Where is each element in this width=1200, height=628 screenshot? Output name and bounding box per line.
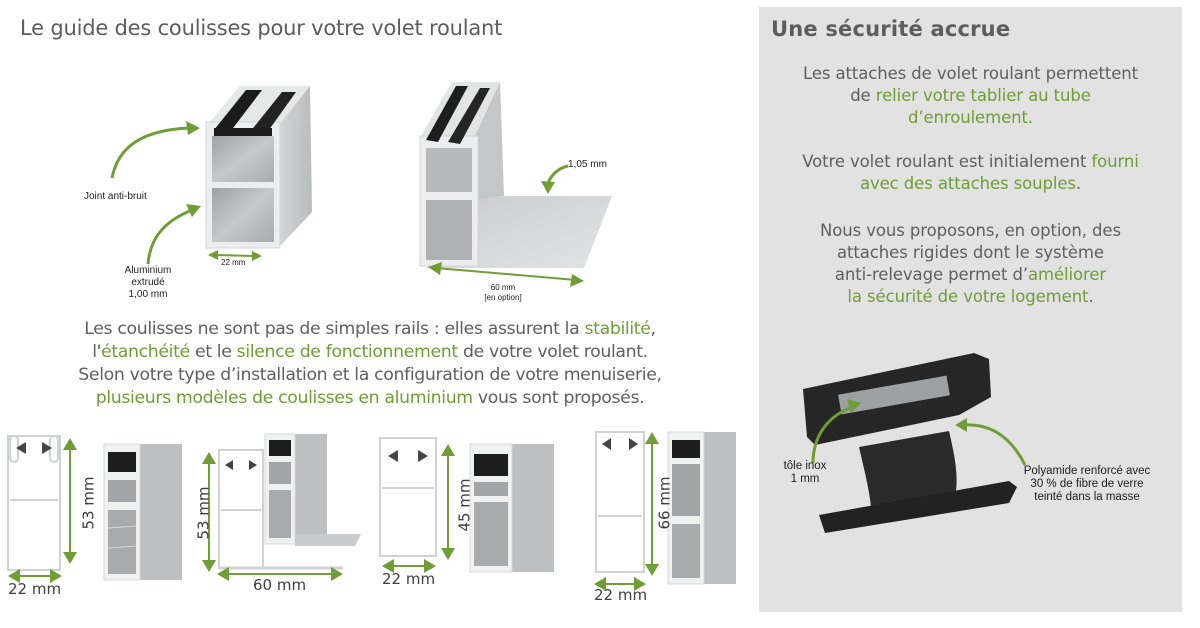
model-card-3: 45 mm 22 mm <box>370 430 570 600</box>
model-2-diagram <box>202 433 361 581</box>
security-panel: Une sécurité accrue Les attaches de vole… <box>759 7 1182 612</box>
attache-illustration <box>803 353 1027 533</box>
label-polyamide: Polyamide renforcé avec 30 % de fibre de… <box>1023 465 1151 503</box>
model-2-height: 53 mm <box>194 486 213 540</box>
label-aluminium: Aluminium extrudé 1,00 mm <box>124 265 172 300</box>
panel-paragraph-3: Nous vous proposons, en option, des atta… <box>820 221 1121 306</box>
rail-profile-illustration <box>110 86 312 265</box>
label-joint-anti-bruit: Joint anti-bruit <box>84 191 147 202</box>
panel-paragraph-2: Votre volet roulant est initialement fou… <box>802 152 1139 193</box>
model-1-width: 22 mm <box>8 580 62 598</box>
intro-line-4: plusieurs modèles de coulisses en alumin… <box>95 388 645 408</box>
model-1-height: 53 mm <box>79 476 98 530</box>
model-4-width: 22 mm <box>594 586 648 604</box>
panel-title: Une sécurité accrue <box>771 17 1011 41</box>
profile-photo-1: Joint anti-bruit Aluminium extrudé 1,00 … <box>0 0 400 310</box>
rail-flange-illustration <box>419 82 612 287</box>
model-3-height: 45 mm <box>455 478 474 532</box>
intro-line-1: Les coulisses ne sont pas de simples rai… <box>84 319 656 339</box>
profile-photo-2: 1,05 mm 60 mm [en option] <box>400 0 760 310</box>
model-3-width: 22 mm <box>382 570 436 588</box>
intro-line-2: l'étanchéité et le silence de fonctionne… <box>92 342 648 362</box>
model-4-height: 66 mm <box>655 476 674 530</box>
label-60mm: 60 mm [en option] <box>484 283 522 302</box>
model-2-width: 60 mm <box>253 576 307 594</box>
model-4-diagram <box>594 431 736 591</box>
model-card-2: 53 mm 60 mm <box>195 430 365 610</box>
panel-paragraph-1: Les attaches de volet roulant permettent… <box>803 64 1138 127</box>
model-3-diagram <box>379 437 554 573</box>
intro-paragraph: Les coulisses ne sont pas de simples rai… <box>20 318 720 410</box>
label-tole-inox: tôle inox 1 mm <box>783 460 827 485</box>
label-1-05mm: 1,05 mm <box>568 159 607 170</box>
page-title: Le guide des coulisses pour votre volet … <box>20 16 503 40</box>
model-card-1: 53 mm 22 mm <box>0 430 200 610</box>
label-22mm: 22 mm <box>221 258 246 267</box>
intro-line-3: Selon votre type d’installation et la co… <box>78 365 662 385</box>
model-card-4: 66 mm 22 mm <box>580 420 760 610</box>
model-1-diagram <box>7 435 182 583</box>
